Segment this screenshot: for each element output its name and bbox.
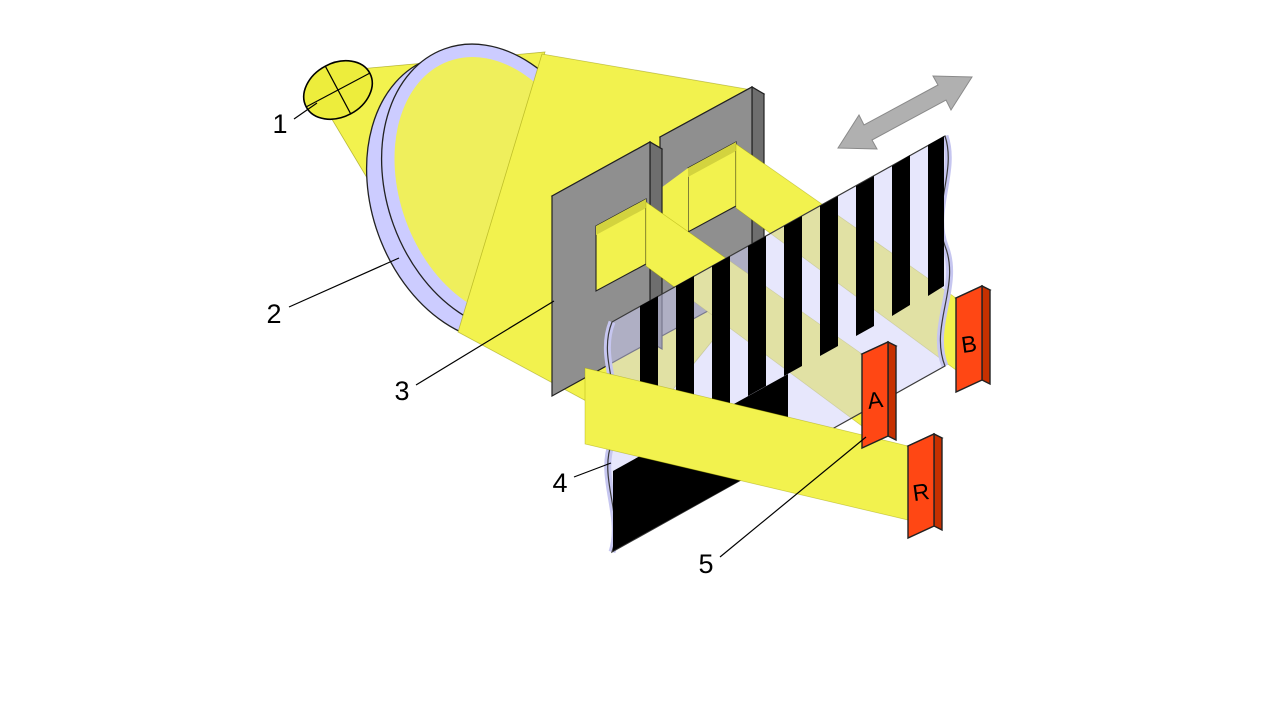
leader-line-5 (719, 436, 867, 558)
stripe (928, 136, 944, 296)
light-source-lamp (302, 59, 374, 121)
detector-r-front-face (907, 432, 935, 540)
callout-2-label: 2 (266, 299, 281, 329)
detector-b: B (954, 284, 992, 394)
detector-a-label: A (866, 386, 885, 414)
detector-r: R (906, 432, 944, 540)
motion-arrow-icon (837, 75, 973, 150)
leader-line-1 (293, 102, 318, 120)
stripe (820, 196, 838, 356)
detector-r-label: R (911, 478, 931, 506)
detector-a-side-face (887, 340, 897, 442)
detector-b-front-face (955, 284, 983, 394)
mask-aperture-a-inner-shade (596, 199, 646, 235)
callout-5-label: 5 (698, 549, 713, 579)
detector-a-front-face (861, 340, 889, 450)
callout-3: 3 (394, 300, 555, 406)
callout-3-label: 3 (394, 376, 409, 406)
detector-a: A (860, 340, 898, 450)
detector-b-label: B (960, 330, 979, 358)
stripe (784, 216, 802, 376)
mask-aperture-b-inner-shade (688, 142, 736, 177)
callout-1-label: 1 (272, 109, 287, 139)
callout-5: 5 (698, 436, 867, 579)
callout-4: 4 (552, 462, 612, 498)
detector-r-side-face (933, 432, 943, 532)
callout-4-label: 4 (552, 468, 567, 498)
lamp-cross-minor (324, 65, 352, 115)
leader-line-2 (288, 257, 400, 308)
stripe (712, 256, 730, 416)
detector-b-side-face (981, 284, 991, 386)
stripe (748, 236, 766, 396)
leader-line-3 (415, 300, 555, 386)
stripe (856, 176, 874, 336)
leader-line-4 (573, 462, 612, 478)
callout-2: 2 (266, 257, 400, 329)
stripe (892, 155, 910, 316)
callout-1: 1 (272, 102, 318, 139)
